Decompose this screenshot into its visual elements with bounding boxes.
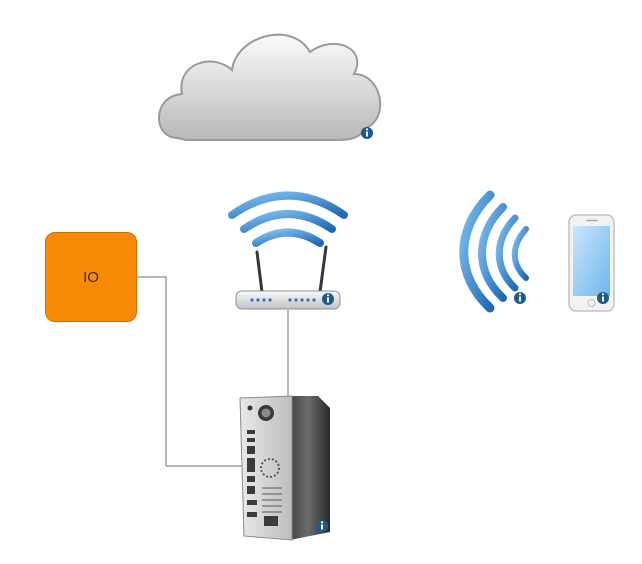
io-node[interactable]: IO xyxy=(45,232,137,322)
computer-tower-icon[interactable] xyxy=(239,395,330,541)
smartphone-info-icon[interactable] xyxy=(597,292,609,304)
wireless-signal-icon[interactable] xyxy=(459,190,529,313)
smartphone-icon[interactable] xyxy=(568,214,615,312)
cloud-info-icon[interactable] xyxy=(361,127,373,139)
router-info-icon[interactable] xyxy=(322,293,334,305)
io-node-label: IO xyxy=(83,268,99,286)
computer-info-icon[interactable] xyxy=(316,520,328,532)
cloud-icon[interactable] xyxy=(158,33,382,141)
signal-info-icon[interactable] xyxy=(514,292,526,304)
connector-io-computer xyxy=(137,276,246,467)
wifi-router-icon[interactable] xyxy=(228,191,348,310)
